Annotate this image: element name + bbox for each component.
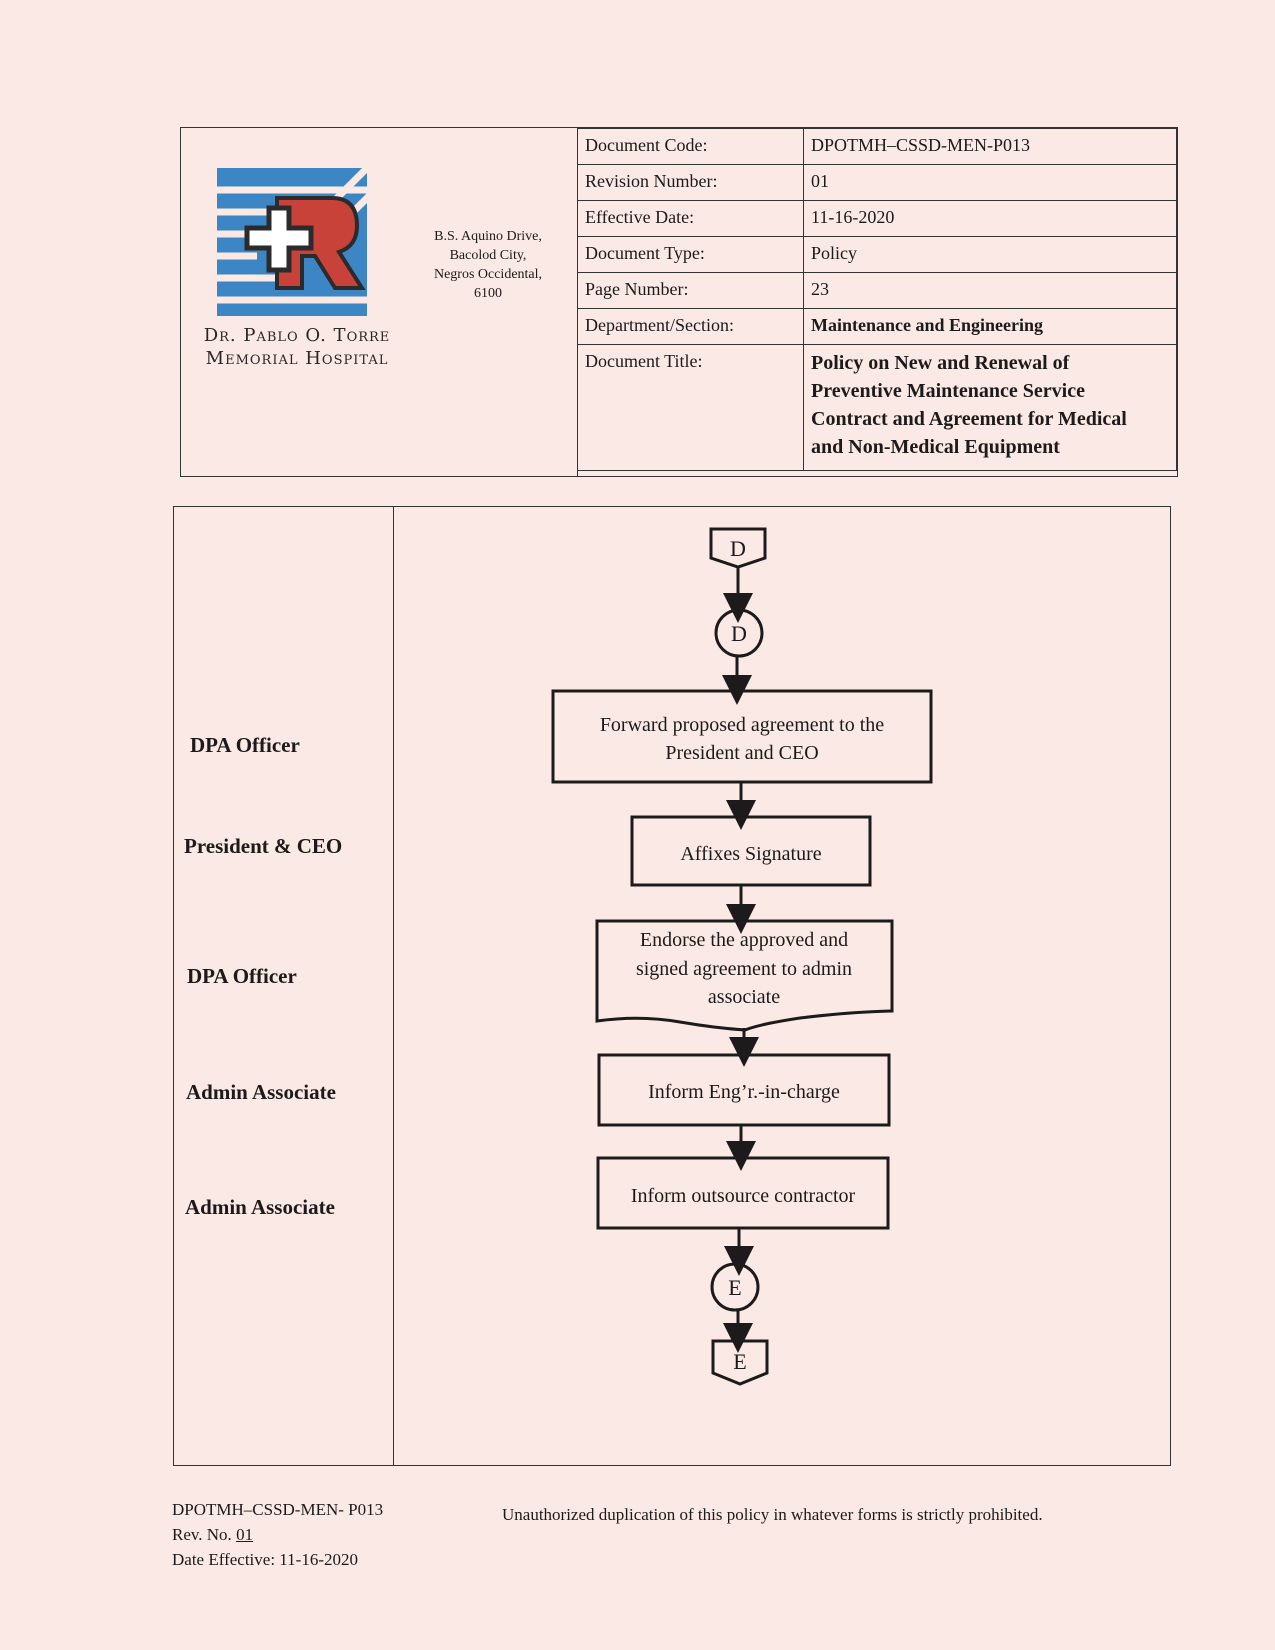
- hospital-name: Dr. Pablo O. Torre Memorial Hospital: [187, 324, 407, 370]
- connector-circle-bottom: [710, 1262, 760, 1312]
- meta-row: Revision Number: 01: [577, 164, 1177, 201]
- logo-area: Dr. Pablo O. Torre Memorial Hospital B.S…: [181, 128, 578, 476]
- footer-document-info: DPOTMH–CSSD-MEN- P013 Rev. No. 01 Date E…: [172, 1497, 383, 1572]
- hospital-address: B.S. Aquino Drive, Bacolod City, Negros …: [413, 227, 563, 303]
- meta-row: Effective Date: 11-16-2020: [577, 200, 1177, 237]
- offpage-connector-top-label: D: [730, 536, 746, 561]
- document-title-line: Preventive Maintenance Service: [811, 380, 1085, 402]
- document-text: Endorse the approved and: [640, 929, 848, 951]
- footer-notice: Unauthorized duplication of this policy …: [502, 1505, 1043, 1524]
- process-text: Inform Eng’r.-in-charge: [648, 1081, 840, 1103]
- meta-row: Page Number: 23: [577, 272, 1177, 309]
- process-text: Inform outsource contractor: [631, 1185, 856, 1207]
- meta-key: Document Code:: [577, 128, 804, 165]
- hospital-name-line2: Memorial Hospital: [205, 348, 389, 369]
- connector-circle-top: [714, 608, 764, 658]
- document-title: Policy on New and Renewal of Preventive …: [803, 344, 1177, 471]
- lane-label: DPA Officer: [190, 733, 300, 757]
- meta-key: Department/Section:: [577, 308, 804, 345]
- footer-rev-label: Rev. No.: [172, 1525, 237, 1544]
- meta-value: DPOTMH–CSSD-MEN-P013: [803, 128, 1177, 165]
- meta-value-department: Maintenance and Engineering: [803, 308, 1177, 345]
- document-title-line: Policy on New and Renewal of: [811, 352, 1070, 374]
- lane-label: Admin Associate: [186, 1080, 336, 1104]
- offpage-connector-bottom: [711, 1339, 769, 1386]
- address-line: Negros Occidental,: [433, 267, 543, 282]
- meta-key: Page Number:: [577, 272, 804, 309]
- responsibility-column: DPA Officer President & CEO DPA Officer …: [174, 507, 394, 1465]
- document-title-line: Contract and Agreement for Medical: [811, 408, 1127, 430]
- connector-circle-bottom-label: E: [728, 1275, 741, 1300]
- document-meta-table: Document Code: DPOTMH–CSSD-MEN-P013 Revi…: [577, 128, 1177, 471]
- footer-revision: Rev. No. 01: [172, 1522, 383, 1547]
- lane-label: DPA Officer: [187, 964, 297, 988]
- meta-key: Document Title:: [577, 344, 804, 471]
- flowchart-frame: DPA Officer President & CEO DPA Officer …: [173, 506, 1171, 1466]
- meta-row: Document Type: Policy: [577, 236, 1177, 273]
- meta-key: Effective Date:: [577, 200, 804, 237]
- process-box-inform-contractor: [596, 1156, 890, 1230]
- offpage-connector-bottom-label: E: [733, 1349, 746, 1374]
- process-text: Affixes Signature: [680, 843, 821, 865]
- meta-value: 11-16-2020: [803, 200, 1177, 237]
- lane-label: President & CEO: [184, 834, 343, 858]
- meta-row-title: Document Title: Policy on New and Renewa…: [577, 344, 1177, 471]
- footer-code: DPOTMH–CSSD-MEN- P013: [172, 1500, 384, 1519]
- hospital-logo-icon: [217, 168, 377, 316]
- hospital-name-line1: Dr. Pablo O. Torre: [203, 325, 391, 346]
- address-line: 6100: [474, 286, 502, 301]
- meta-key: Document Type:: [577, 236, 804, 273]
- process-box-affixes-signature: [630, 815, 872, 887]
- document-title-line: and Non-Medical Equipment: [811, 436, 1060, 458]
- process-box-inform-engineer: [597, 1053, 891, 1127]
- connector-circle-top-label: D: [731, 621, 747, 646]
- offpage-connector-top: [709, 527, 767, 569]
- process-box-forward-agreement: [551, 689, 933, 784]
- footer-rev-value: 01: [236, 1525, 254, 1544]
- document-text: associate: [708, 986, 780, 1008]
- document-text: signed agreement to admin: [636, 958, 852, 980]
- meta-value: 23: [803, 272, 1177, 309]
- address-line: Bacolod City,: [449, 248, 527, 263]
- meta-row: Document Code: DPOTMH–CSSD-MEN-P013: [577, 128, 1177, 165]
- process-text: President and CEO: [665, 742, 818, 764]
- address-line: B.S. Aquino Drive,: [434, 229, 542, 244]
- meta-value: Policy: [803, 236, 1177, 273]
- lane-label: Admin Associate: [185, 1195, 335, 1219]
- meta-row: Department/Section: Maintenance and Engi…: [577, 308, 1177, 345]
- footer-date: Date Effective: 11-16-2020: [172, 1550, 358, 1569]
- document-header: Dr. Pablo O. Torre Memorial Hospital B.S…: [180, 127, 1178, 477]
- process-text: Forward proposed agreement to the: [600, 714, 884, 736]
